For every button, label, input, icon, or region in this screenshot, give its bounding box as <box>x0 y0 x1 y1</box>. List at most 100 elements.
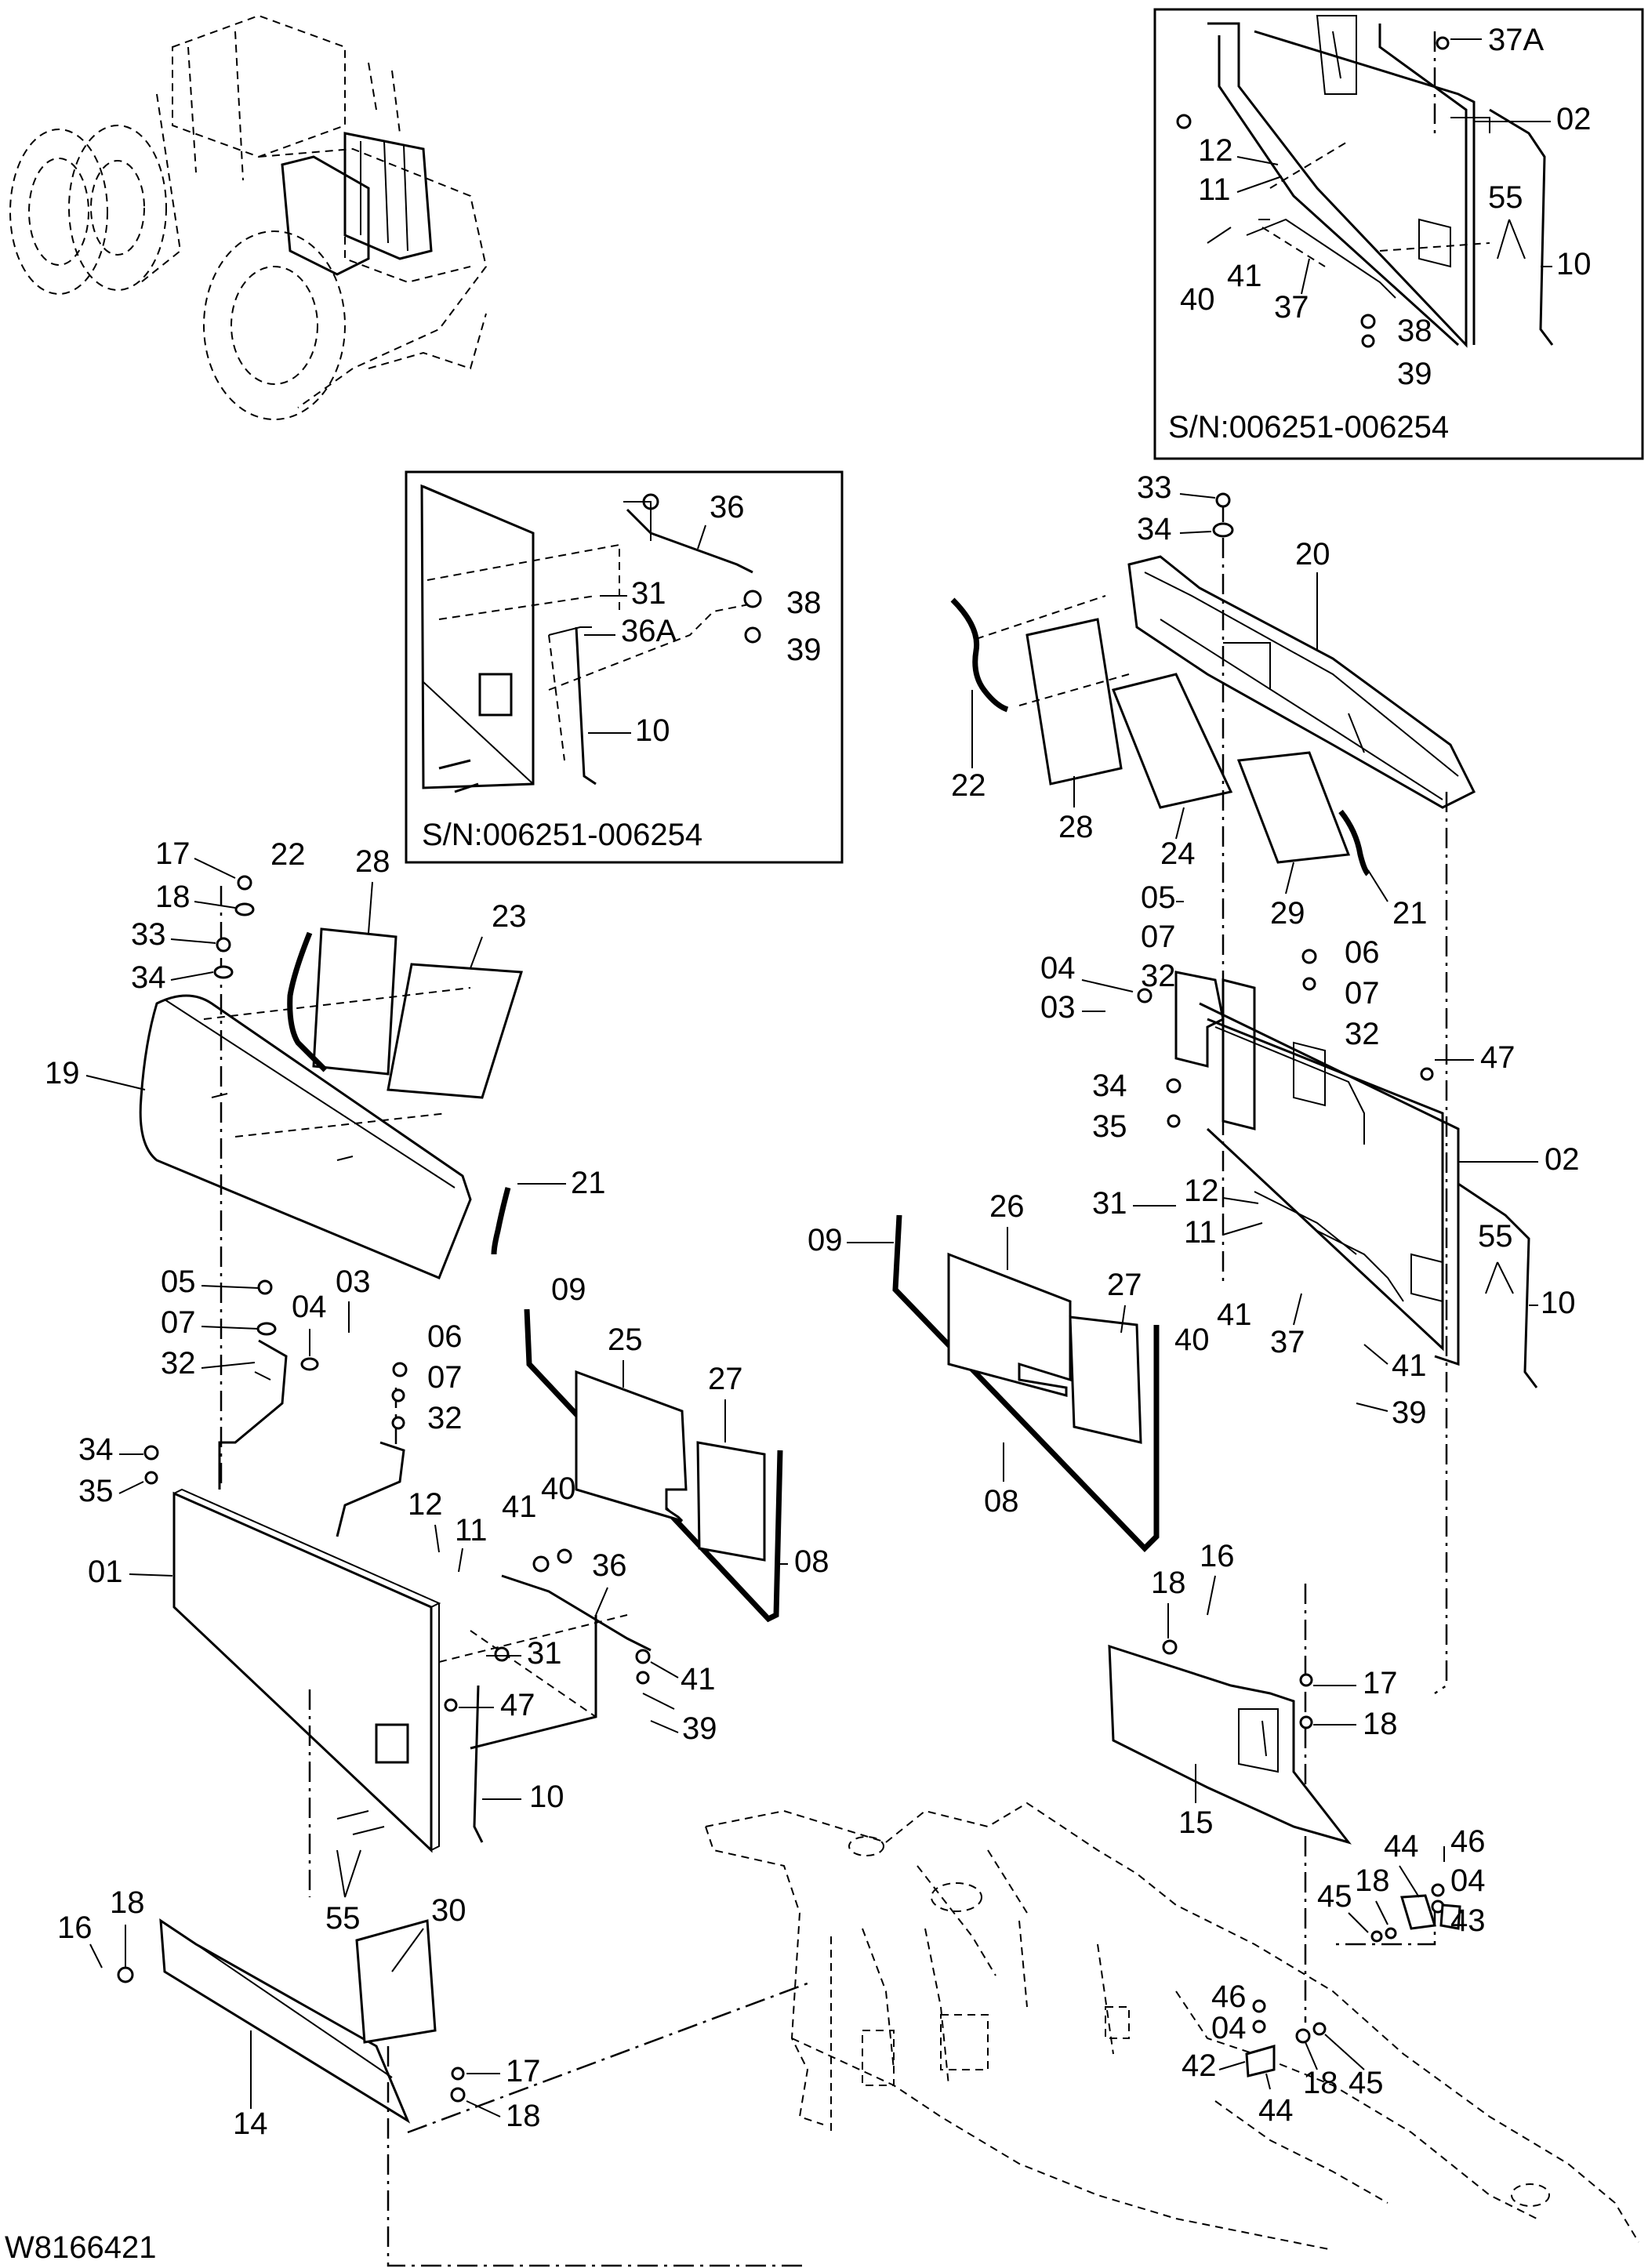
callout: 36 <box>592 1548 627 1583</box>
callout: 36A <box>621 614 677 648</box>
callout: 29 <box>1270 896 1305 931</box>
callout: 08 <box>984 1484 1019 1519</box>
callout: 37A <box>1488 23 1544 57</box>
callout: 25 <box>608 1323 643 1357</box>
left-upper-assembly <box>139 875 523 1490</box>
callout: 27 <box>1107 1268 1142 1302</box>
callout: 10 <box>635 713 670 748</box>
callout: 34 <box>78 1432 114 1467</box>
callout: 04 <box>1211 2011 1247 2045</box>
right-mid-panel-assembly <box>1137 949 1538 1388</box>
callout: 17 <box>155 836 191 871</box>
callout: 41 <box>502 1490 537 1524</box>
callout: 26 <box>989 1189 1025 1224</box>
callout: 35 <box>1092 1109 1127 1144</box>
center-door-seal-assembly <box>524 1214 1160 1623</box>
callouts-right-lower: 18 16 17 18 15 44 46 18 04 45 43 46 04 4… <box>1151 1539 1486 2128</box>
callouts-left-lower: 16 18 30 14 17 18 <box>57 1885 541 2141</box>
callouts-center-seals: 09 26 27 08 <box>808 1189 1142 1519</box>
callouts-left-upper: 17 22 28 23 18 33 34 19 21 <box>45 836 606 1200</box>
callout: 18 <box>1363 1707 1398 1741</box>
callout: 32 <box>161 1346 196 1381</box>
callout: 16 <box>1200 1539 1235 1573</box>
callout: 55 <box>1478 1219 1513 1254</box>
callout: 04 <box>292 1290 327 1324</box>
callout: 23 <box>492 899 527 934</box>
callout: 34 <box>1092 1069 1127 1103</box>
callout: 41 <box>1217 1297 1252 1332</box>
serial-label-top-right: S/N:006251-006254 <box>1168 410 1449 445</box>
callout: 35 <box>78 1474 114 1508</box>
callout: 28 <box>355 844 390 879</box>
callout: 41 <box>681 1662 716 1696</box>
callout: 33 <box>131 917 166 952</box>
callout: 45 <box>1317 1879 1352 1914</box>
callout: 39 <box>682 1711 717 1746</box>
callout: 40 <box>541 1471 576 1506</box>
callout: 01 <box>88 1555 123 1589</box>
right-upper-assembly <box>950 492 1476 1215</box>
callout: 44 <box>1384 1829 1419 1863</box>
drawing-number: W8166421 <box>5 2230 156 2265</box>
callout: 45 <box>1349 2066 1384 2100</box>
callout: 33 <box>1137 470 1172 505</box>
callout: 06 <box>427 1319 463 1354</box>
callout: 18 <box>110 1885 145 1920</box>
callout: 41 <box>1227 259 1262 293</box>
callouts-top-right-inset: 37A 02 12 11 55 10 40 41 37 38 39 S/N:00… <box>1168 23 1592 445</box>
loader-overview-sketch <box>9 14 488 420</box>
callout: 22 <box>270 837 306 872</box>
callout: 34 <box>131 960 166 995</box>
callout: 21 <box>571 1166 606 1200</box>
callouts-middle-inset: 36 31 38 36A 39 10 S/N:006251-006254 <box>422 490 822 852</box>
callout: 27 <box>708 1362 743 1396</box>
callout: 11 <box>455 1513 488 1548</box>
callout: 30 <box>431 1893 466 1928</box>
serial-inset-middle <box>405 470 844 864</box>
callout: 02 <box>1556 102 1592 136</box>
callout: 18 <box>506 2099 541 2133</box>
callout: 28 <box>1058 810 1094 844</box>
machine-frame <box>705 1192 1639 2251</box>
callout: 31 <box>631 576 666 611</box>
callout: 18 <box>1303 2066 1338 2100</box>
callout: 47 <box>500 1688 535 1722</box>
callout: 03 <box>1040 990 1076 1025</box>
callout: 32 <box>1345 1017 1380 1051</box>
callout: 11 <box>1198 172 1231 207</box>
callout: 39 <box>786 633 822 667</box>
callout: 07 <box>161 1305 196 1340</box>
callout: 44 <box>1258 2093 1294 2128</box>
callout: 04 <box>1450 1863 1486 1898</box>
callout: 18 <box>1151 1566 1186 1600</box>
callout: 41 <box>1392 1348 1427 1383</box>
callouts-right-upper: 33 34 20 22 28 24 29 21 <box>951 470 1428 931</box>
callouts-right-mid: 05 07 32 04 03 06 07 32 47 34 35 31 02 1… <box>1040 880 1580 1430</box>
callout: 12 <box>1184 1174 1219 1208</box>
callout: 16 <box>57 1911 93 1945</box>
callout: 07 <box>1141 920 1176 954</box>
callout: 07 <box>1345 976 1380 1011</box>
callout: 06 <box>1345 935 1380 970</box>
callout: 39 <box>1397 357 1432 391</box>
callout: 46 <box>1211 1980 1247 2014</box>
callout: 31 <box>1092 1186 1127 1221</box>
callout: 31 <box>527 1636 562 1671</box>
callout: 40 <box>1174 1323 1210 1357</box>
callout: 38 <box>1397 314 1432 348</box>
callout: 05 <box>161 1265 196 1299</box>
callout: 34 <box>1137 512 1172 546</box>
callout: 47 <box>1480 1040 1516 1075</box>
callout: 18 <box>1355 1863 1390 1898</box>
callout: 04 <box>1040 951 1076 985</box>
callout: 32 <box>1141 959 1176 993</box>
callout: 15 <box>1178 1805 1214 1840</box>
callout: 10 <box>529 1780 564 1814</box>
callout: 07 <box>427 1360 463 1395</box>
callout: 55 <box>1488 180 1523 215</box>
callout: 09 <box>551 1272 586 1307</box>
callout: 20 <box>1295 537 1330 572</box>
callout: 09 <box>808 1223 843 1257</box>
callout: 10 <box>1541 1286 1576 1320</box>
